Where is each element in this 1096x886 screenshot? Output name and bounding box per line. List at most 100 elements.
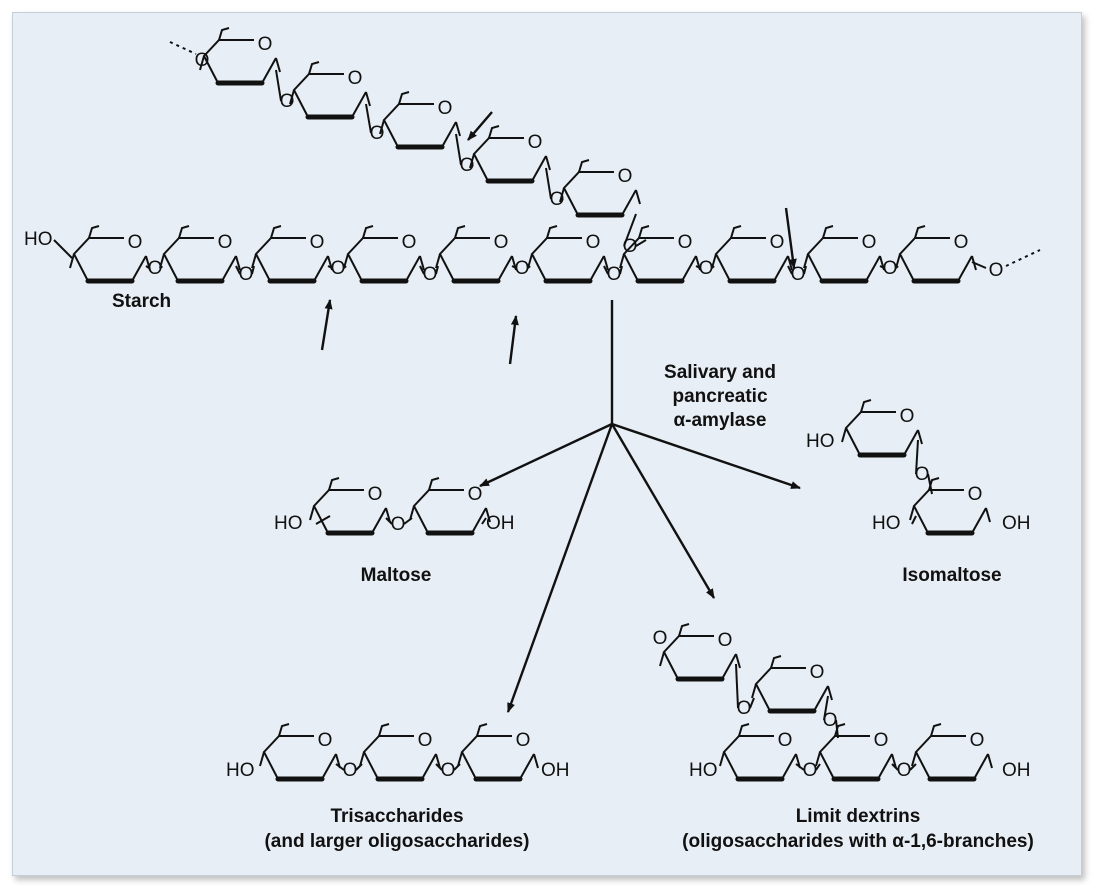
ring-oxygen: O	[528, 132, 543, 153]
ring-oxygen: O	[468, 484, 483, 505]
maltose-glucose: O	[409, 477, 491, 536]
c1-stub	[695, 255, 701, 271]
starch-main-glucose: O	[251, 225, 333, 284]
ring-oxygen: O	[402, 232, 417, 253]
ring-back-edge	[530, 237, 582, 282]
ring-oxygen: O	[586, 232, 601, 253]
starch-main-glucose: O	[895, 225, 977, 284]
starch-main-glucose: O	[159, 225, 241, 284]
ring-edge	[813, 685, 829, 712]
hydroxyl-maltose-right: OH	[486, 513, 515, 534]
label-trisaccharides-sub: (and larger oligosaccharides)	[264, 831, 529, 852]
starch-main-glucose: O	[803, 225, 885, 284]
c4-stub	[911, 751, 917, 767]
cleavage-arrow	[784, 207, 797, 269]
bond	[381, 131, 384, 134]
bond	[619, 265, 623, 275]
c1-stub	[235, 255, 241, 271]
c4-stub	[457, 751, 463, 767]
c4-stub	[289, 89, 295, 105]
c6-stub	[476, 723, 488, 737]
ring-oxygen: O	[516, 730, 531, 751]
glycosidic-oxygen: O	[239, 264, 254, 285]
c6-stub	[278, 723, 290, 737]
c6-stub	[678, 623, 690, 637]
isomaltose-glucose: O	[841, 399, 923, 458]
c6-stub	[930, 723, 942, 737]
starch-branch-glucose: O	[379, 91, 461, 150]
glycosidic-oxygen: O	[460, 155, 475, 176]
cleavage-arrow	[467, 111, 493, 141]
glycosidic-oxygen: O	[737, 698, 752, 719]
c1-stub	[327, 255, 333, 271]
ring-oxygen: O	[218, 232, 233, 253]
starch-main-glucose: O	[435, 225, 517, 284]
ring-back-edge	[72, 237, 124, 282]
alpha-1-4-linkage: O	[787, 264, 807, 285]
c1-stub	[419, 255, 425, 271]
ring-oxygen: O	[494, 232, 509, 253]
c4-stub	[559, 187, 565, 203]
hydroxyl-isomaltose-left: HO	[872, 513, 901, 534]
bond	[53, 239, 73, 259]
ring-oxygen: O	[778, 730, 793, 751]
c4-stub	[803, 253, 809, 269]
c4-stub	[619, 253, 625, 269]
starch-main-glucose: O	[343, 225, 425, 284]
alpha-1-4-linkage: O	[365, 103, 384, 144]
c4-stub	[815, 751, 821, 767]
ring-edge	[957, 255, 973, 282]
ring-back-edge	[438, 237, 490, 282]
trisaccharide-glucose: O	[359, 723, 441, 782]
glycosidic-oxygen: O	[699, 258, 714, 279]
ring-oxygen: O	[874, 730, 889, 751]
c1-stub	[879, 255, 885, 271]
bond	[160, 265, 163, 269]
bond	[251, 265, 255, 275]
ring-back-edge	[292, 73, 344, 118]
ring-edge	[589, 255, 605, 282]
ring-edge	[351, 91, 367, 118]
c4-stub	[435, 253, 441, 269]
ring-edge	[973, 753, 989, 780]
product-arrow-limit-dextrins	[610, 423, 716, 599]
c4-stub	[379, 119, 385, 135]
c1-stub	[635, 189, 641, 205]
ring-oxygen: O	[128, 232, 143, 253]
ring-back-edge	[254, 237, 306, 282]
product-arrow-isomaltose	[611, 422, 801, 490]
alpha-1-4-linkage: O	[545, 167, 564, 210]
glycosidic-oxygen: O	[391, 514, 406, 535]
glycosidic-oxygen: O	[883, 258, 898, 279]
c1-stub	[603, 255, 609, 271]
ring-oxygen: O	[258, 34, 273, 55]
c6-stub	[88, 225, 100, 239]
bond	[561, 198, 564, 201]
isomaltose-glucose: O	[909, 477, 991, 536]
c1-stub	[385, 507, 391, 523]
limit-dextrin-glucose: O	[911, 723, 993, 782]
c1-stub	[145, 255, 151, 271]
bond	[623, 213, 637, 247]
alpha-1-4-linkage: O	[603, 264, 623, 285]
c6-stub	[770, 655, 782, 669]
c4-stub	[711, 253, 717, 269]
alpha-1-4-linkage: O	[235, 264, 255, 285]
ring-edge	[421, 753, 437, 780]
c1-stub	[485, 507, 491, 523]
ring-back-edge	[818, 735, 870, 780]
c4-stub	[895, 253, 901, 269]
ring-oxygen: O	[900, 406, 915, 427]
c1-stub	[827, 685, 833, 701]
ring-oxygen: O	[770, 232, 785, 253]
ring-back-edge	[722, 735, 774, 780]
c6-stub	[378, 723, 390, 737]
alpha-1-4-linkage: O	[385, 514, 413, 535]
ring-edge	[865, 255, 881, 282]
c4-stub	[343, 253, 349, 269]
label-limit-dextrins: Limit dextrins	[796, 806, 921, 827]
glycosidic-oxygen: O	[791, 264, 806, 285]
bond	[787, 265, 793, 275]
c1-stub	[891, 753, 897, 769]
